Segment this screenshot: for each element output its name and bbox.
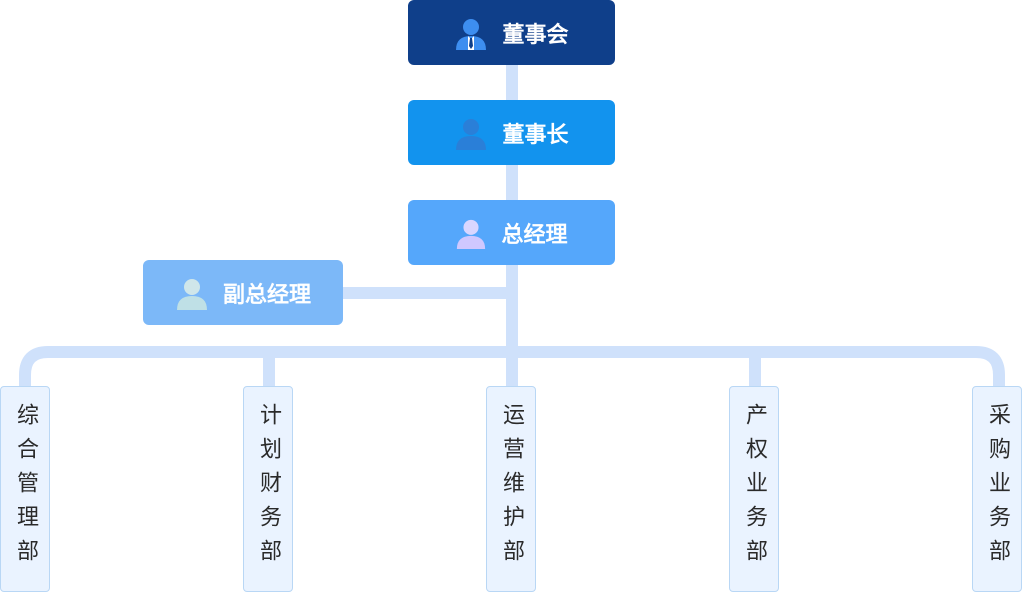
deputy-general-manager-node[interactable]: 副总经理 (143, 260, 343, 325)
general-manager-label: 总经理 (501, 222, 568, 248)
business-person-icon (454, 16, 488, 50)
department-box[interactable]: 运营维护部 (486, 386, 536, 592)
department-box[interactable]: 产权业务部 (729, 386, 779, 592)
department-label: 综合管理部 (13, 403, 38, 573)
department-box[interactable]: 计划财务部 (243, 386, 293, 592)
department-label: 计划财务部 (256, 403, 281, 573)
chairman-label: 董事长 (502, 122, 569, 148)
board-node[interactable]: 董事会 (408, 0, 615, 65)
department-box[interactable]: 综合管理部 (0, 386, 50, 592)
department-label: 产权业务部 (742, 403, 767, 573)
person-icon (175, 276, 209, 310)
deputy-general-manager-label: 副总经理 (222, 282, 311, 308)
person-icon (454, 116, 488, 150)
department-label: 运营维护部 (499, 403, 524, 573)
person-icon (455, 217, 487, 249)
board-label: 董事会 (502, 22, 569, 48)
general-manager-node[interactable]: 总经理 (408, 200, 615, 265)
department-label: 采购业务部 (985, 403, 1010, 573)
chairman-node[interactable]: 董事长 (408, 100, 615, 165)
department-box[interactable]: 采购业务部 (972, 386, 1022, 592)
